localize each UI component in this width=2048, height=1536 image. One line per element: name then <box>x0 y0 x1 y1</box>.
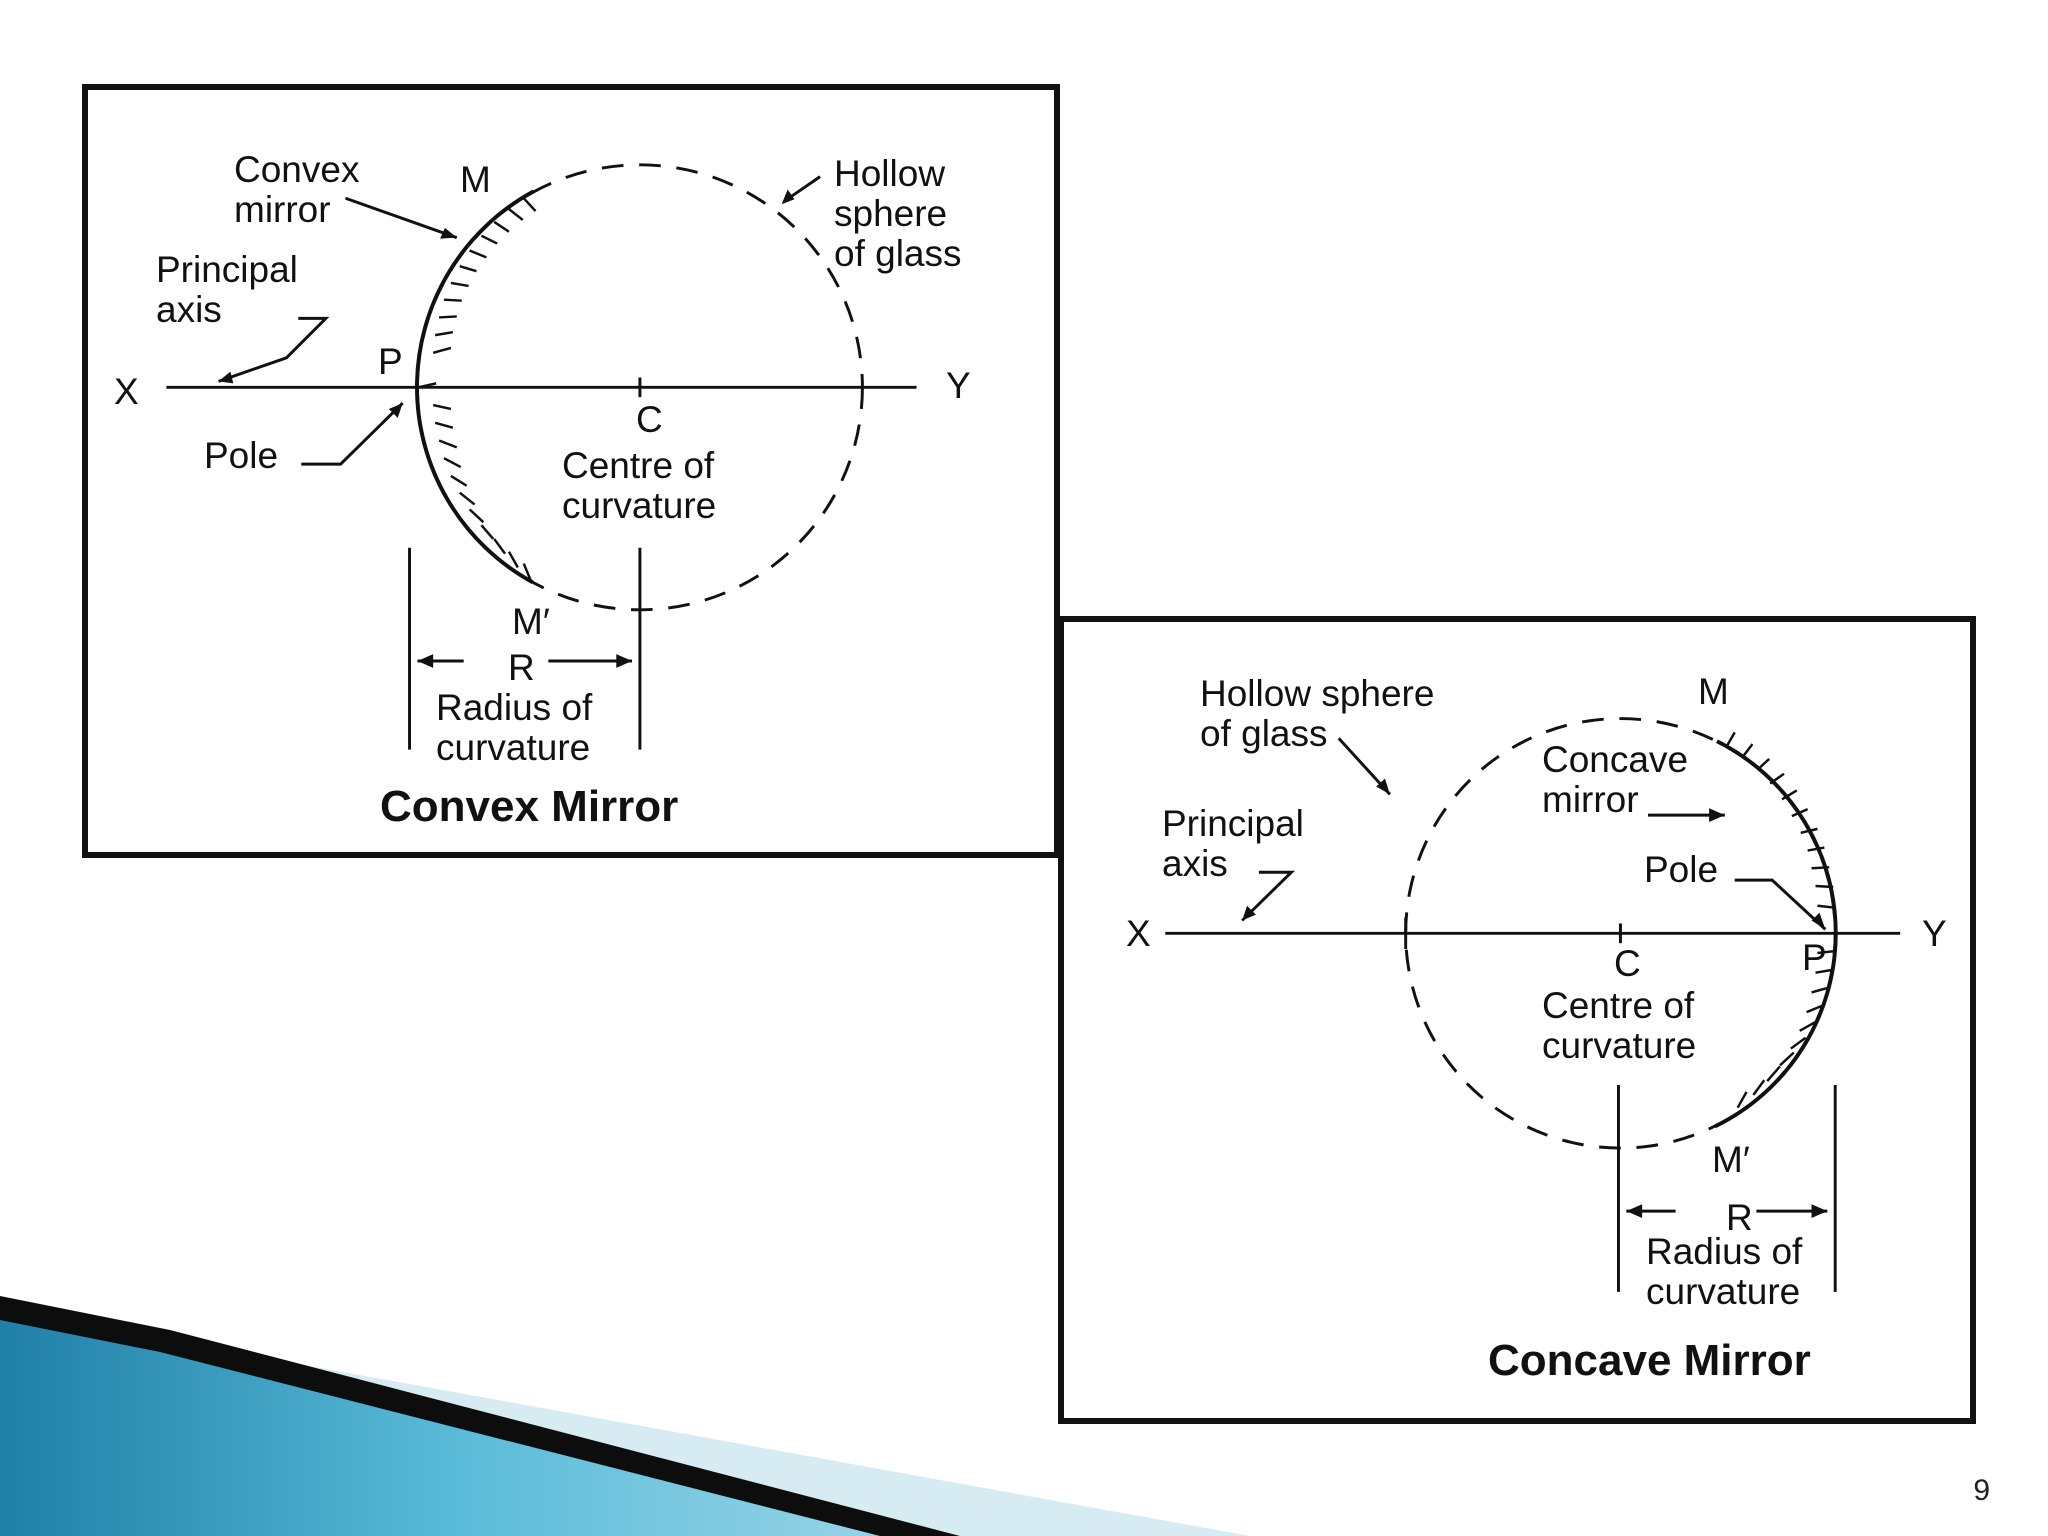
convex-mirror-diagram: Convex mirror M Hollow sphere of glass P… <box>82 84 1060 858</box>
concave-x-label: X <box>1126 913 1151 954</box>
convex-p-label: P <box>378 341 403 382</box>
concave-mirror-hatching <box>1725 731 1836 1109</box>
convex-centre-label: Centre of curvature <box>562 445 717 526</box>
convex-mirror-arc <box>415 189 535 584</box>
concave-diagram-drawing <box>1165 717 1901 1292</box>
concave-m-label: M <box>1698 671 1729 712</box>
concave-radius-label: Radius of curvature <box>1646 1231 1803 1312</box>
convex-mirror-hatching <box>418 197 537 581</box>
concave-mirror-arc <box>1714 739 1838 1129</box>
concave-caption: Concave Mirror <box>1488 1336 1811 1385</box>
slide-page-number: 9 <box>1973 1474 1990 1507</box>
convex-x-label: X <box>114 371 139 412</box>
convex-hollow-sphere-label: Hollow sphere of glass <box>834 153 962 274</box>
convex-r-arrowhead-left <box>417 654 434 668</box>
concave-mirror-label: Concave mirror <box>1542 739 1689 820</box>
concave-r-label: R <box>1726 1197 1753 1238</box>
concave-c-label: C <box>1614 943 1641 984</box>
concave-pole-label: Pole <box>1644 849 1719 890</box>
convex-caption: Convex Mirror <box>380 782 679 831</box>
convex-diagram-drawing <box>166 163 917 750</box>
convex-mirror-label: Convex mirror <box>234 149 360 230</box>
concave-m-prime-label: M′ <box>1712 1139 1750 1180</box>
concave-centre-label: Centre of curvature <box>1542 985 1697 1066</box>
concave-hollow-sphere-label: Hollow sphere of glass <box>1200 673 1435 754</box>
concave-mirror-diagram: Hollow sphere of glass M Concave mirror … <box>1058 616 1976 1424</box>
concave-y-label: Y <box>1922 913 1947 954</box>
convex-r-label: R <box>508 647 535 688</box>
convex-principal-axis-label: Principal axis <box>156 249 298 330</box>
concave-p-label: P <box>1802 937 1827 978</box>
convex-radius-label: Radius of curvature <box>436 687 593 768</box>
convex-y-label: Y <box>946 365 971 406</box>
convex-r-arrowhead-right <box>616 654 633 668</box>
convex-c-label: C <box>636 399 663 440</box>
convex-m-label: M <box>460 159 491 200</box>
convex-m-prime-label: M′ <box>512 601 550 642</box>
convex-pole-label: Pole <box>204 435 279 476</box>
concave-principal-axis-label: Principal axis <box>1162 803 1304 884</box>
